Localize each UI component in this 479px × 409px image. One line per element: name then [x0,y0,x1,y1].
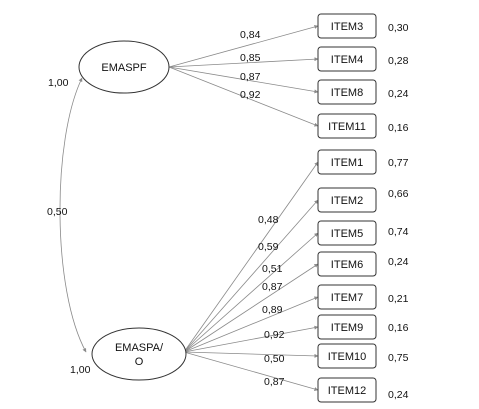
loading-line-item6 [183,263,319,353]
item-box-item8 [317,79,377,105]
item-label-item4: ITEM4 [331,54,363,66]
factor-emaspao: EMASPA/ O [91,327,187,381]
item-label-item5: ITEM5 [331,228,363,240]
covariance-label: 0,50 [47,206,68,218]
loading-line-item1 [183,161,319,353]
loading-line-item10 [183,351,319,358]
loading-label-item1: 0,48 [258,214,279,226]
item-label-item6: ITEM6 [331,259,363,271]
error-label-item12: 0,24 [388,389,409,401]
covariance-curve [59,77,87,353]
loading-line-item8 [168,66,319,94]
loading-line-item7 [183,296,319,353]
error-label-item9: 0,16 [388,322,409,334]
factor-emaspf-variance: 1,00 [48,77,69,89]
loading-label-item2: 0,59 [258,241,279,253]
item-label-item11: ITEM11 [328,121,366,133]
error-label-item5: 0,74 [388,226,409,238]
error-label-item4: 0,28 [388,55,409,67]
item-box-item1 [317,149,377,175]
loading-label-item10: 0,50 [264,353,285,365]
item-box-item5 [317,220,377,246]
item-box-item10 [317,343,377,369]
loading-label-item8: 0,87 [240,71,261,83]
error-label-item11: 0,16 [388,122,409,134]
error-label-item2: 0,66 [388,188,409,200]
item-box-item7 [317,284,377,310]
loading-label-item5: 0,51 [262,263,283,275]
factor-emaspf-ellipse [78,40,170,94]
item-box-item11 [317,113,377,139]
item-label-item2: ITEM2 [331,195,363,207]
loading-label-item7: 0,89 [262,304,283,316]
loading-line-item4 [168,57,319,68]
item-box-item4 [317,46,377,72]
loading-lines [168,25,319,391]
loading-label-item11: 0,92 [240,89,261,101]
item-label-item10: ITEM10 [328,351,367,363]
item-box-item12 [317,377,377,403]
loading-label-item6: 0,87 [262,281,283,293]
factor-emaspf-label: EMASPF [101,62,147,74]
factor-emaspao-ellipse [91,327,187,381]
error-label-item1: 0,77 [388,157,409,169]
item-label-item12: ITEM12 [328,385,367,397]
error-label-item7: 0,21 [388,293,409,305]
factor-emaspf: EMASPF [78,40,170,94]
item-box-item2 [317,187,377,213]
error-label-item10: 0,75 [388,352,409,364]
item-label-item3: ITEM3 [331,21,363,33]
loading-label-item4: 0,85 [240,52,261,64]
factor-emaspao-label-line2: O [135,356,144,368]
error-label-item8: 0,24 [388,88,409,100]
loading-line-item5 [183,232,319,353]
error-label-item3: 0,30 [388,22,409,34]
item-box-item9 [317,314,377,340]
loading-line-item11 [168,66,319,127]
item-label-item9: ITEM9 [331,322,363,334]
loading-line-item12 [183,351,319,391]
loading-label-item3: 0,84 [240,29,261,41]
item-label-item1: ITEM1 [331,157,363,169]
loading-line-item3 [168,25,319,68]
item-box-item6 [317,251,377,277]
loading-label-item12: 0,87 [264,376,285,388]
loading-line-item9 [183,325,319,353]
item-box-item3 [317,13,377,39]
item-label-item8: ITEM8 [331,87,363,99]
error-label-item6: 0,24 [388,256,409,268]
loading-label-item9: 0,92 [264,329,285,341]
factor-emaspao-label-line1: EMASPA/ [115,342,164,354]
loading-line-item2 [183,199,319,353]
factor-emaspao-variance: 1,00 [70,364,91,376]
item-label-item7: ITEM7 [331,292,363,304]
